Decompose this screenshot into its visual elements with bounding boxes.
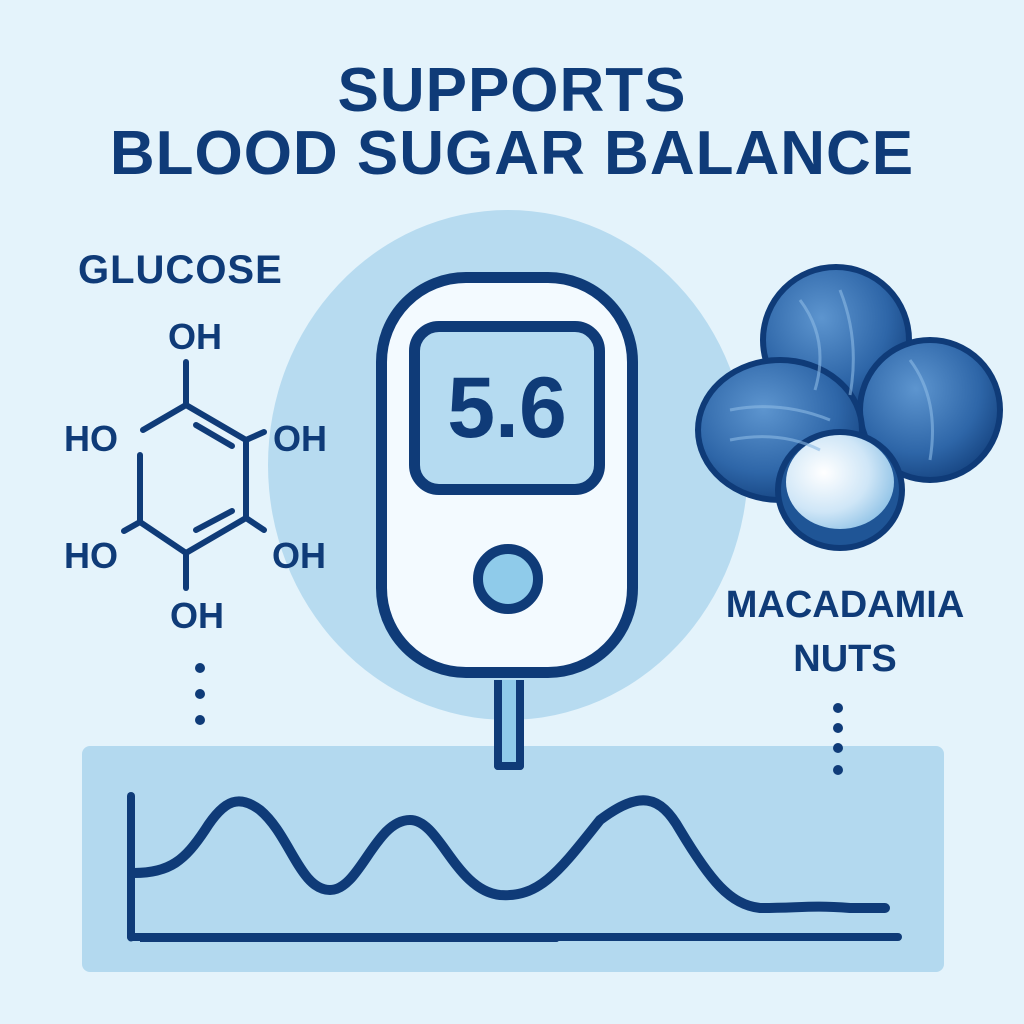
- meter-reading: 5.6: [447, 359, 567, 456]
- hydroxyl-lower-right: OH: [272, 535, 326, 576]
- meter-button-icon: [473, 544, 543, 614]
- hydroxyl-upper-right: OH: [273, 418, 327, 459]
- headline-line-2: BLOOD SUGAR BALANCE: [109, 119, 915, 188]
- hydroxyl-lower-left: HO: [64, 535, 118, 576]
- hydroxyl-bottom: OH: [170, 595, 224, 636]
- macadamia-label-line-2: NUTS: [793, 638, 897, 680]
- hydroxyl-top: OH: [168, 316, 222, 357]
- macadamia-label: MACADAMIA NUTS: [690, 578, 1000, 686]
- hydroxyl-upper-left: HO: [64, 418, 118, 459]
- glucose-label: GLUCOSE: [78, 248, 283, 292]
- meter-screen: 5.6: [409, 321, 605, 495]
- test-strip-icon: [494, 680, 524, 770]
- headline-line-1: SUPPORTS: [337, 56, 687, 125]
- macadamia-label-line-1: MACADAMIA: [725, 584, 965, 626]
